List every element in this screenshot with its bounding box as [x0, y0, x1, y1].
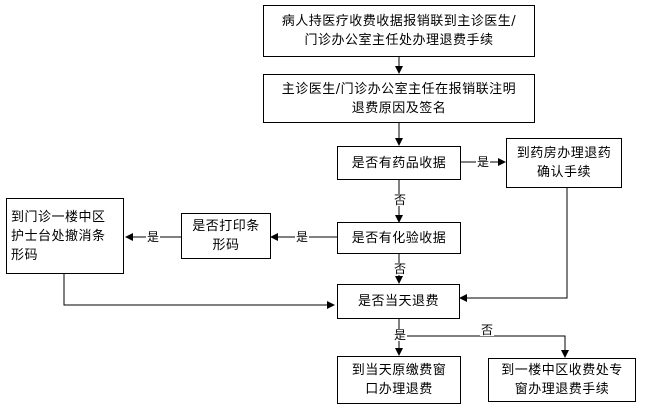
- label-q3-yes: 是: [146, 230, 161, 244]
- node-same-day-original-window: 到当天原缴费窗 口办理退费: [337, 356, 461, 404]
- label-q1-no: 否: [393, 193, 408, 207]
- edge-nurse-to-q4: [63, 274, 335, 309]
- node-doctor-note-and-sign: 主诊医生/门诊办公室主任在报销联注明 退费原因及签名: [263, 74, 535, 123]
- node-pharmacy-return-confirm: 到药房办理退药 确认手续: [506, 138, 622, 188]
- decision-same-day-refund: 是否当天退费: [337, 284, 460, 319]
- node-first-floor-cashier-window: 到一楼中区收费处专 窗办理退费手续: [488, 358, 636, 402]
- decision-barcode-printed: 是否打印条 形码: [181, 213, 271, 259]
- label-q4-yes: 是: [393, 328, 408, 342]
- label-q1-yes: 是: [476, 155, 491, 169]
- decision-has-medicine-receipt: 是否有药品收据: [337, 146, 461, 180]
- label-q2-no: 否: [393, 262, 408, 276]
- node-nurse-station-cancel-barcode: 到门诊一楼中区 护士台处撤消条 形码: [6, 198, 124, 274]
- decision-has-lab-receipt: 是否有化验收据: [337, 222, 461, 254]
- label-q2-yes: 是: [295, 230, 310, 244]
- node-start-refund-procedure: 病人持医疗收费收据报销联到主诊医生/ 门诊办公室主任处办理退费手续: [263, 5, 535, 57]
- edge-q4-no-to-other-day: [399, 335, 569, 358]
- label-q4-no: 否: [480, 323, 495, 337]
- edge-pharmacy-to-q4: [459, 188, 568, 302]
